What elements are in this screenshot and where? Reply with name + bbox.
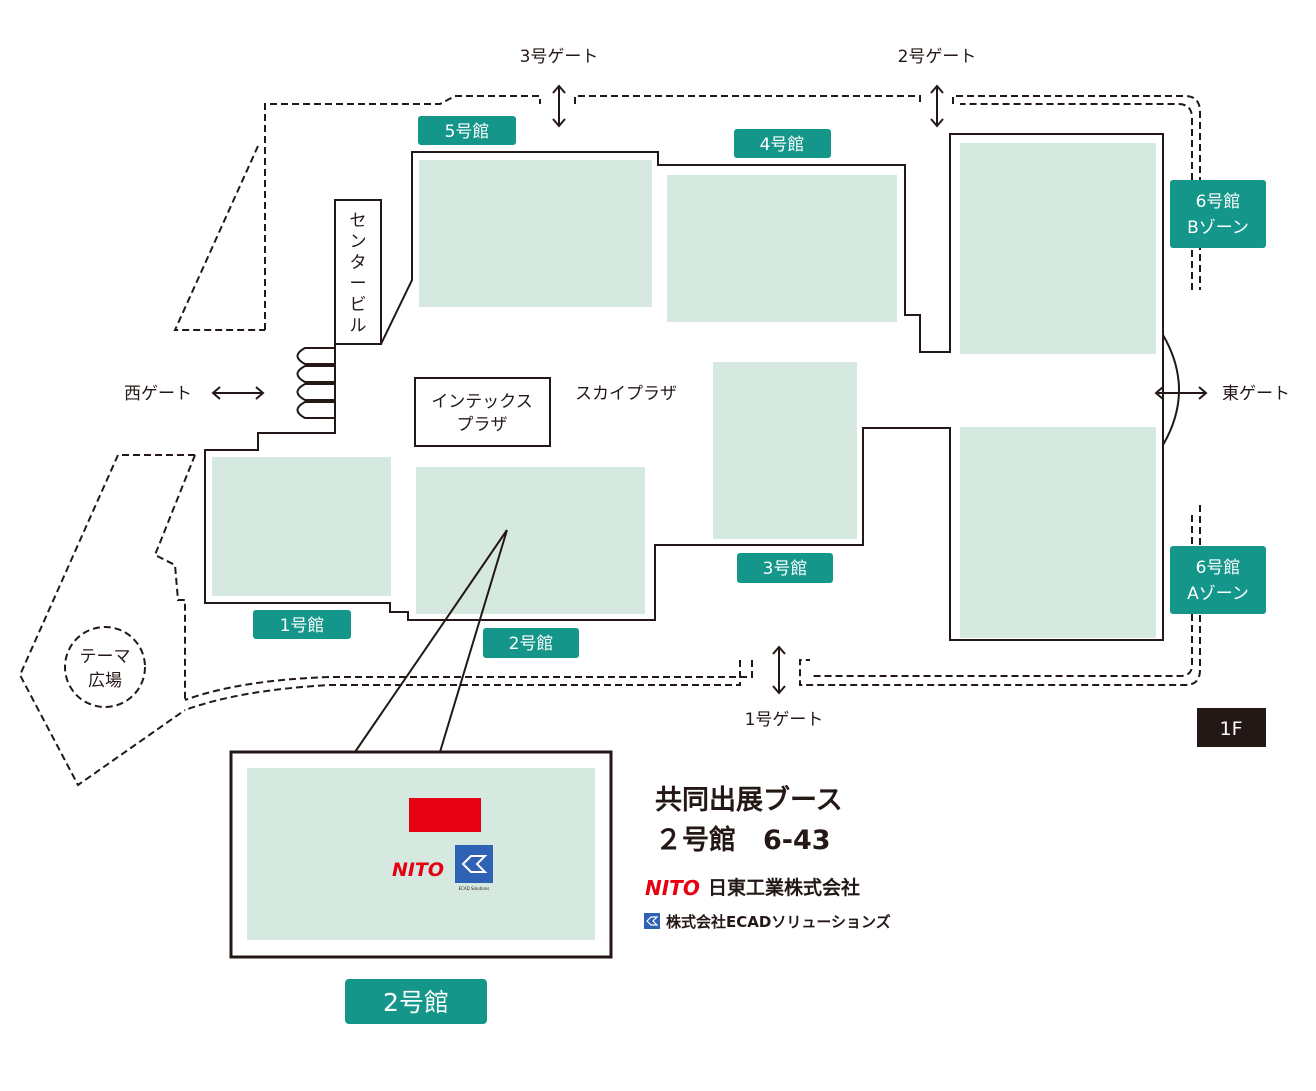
svg-text:セ: セ: [350, 211, 367, 231]
svg-text:4号館: 4号館: [760, 135, 805, 155]
hall1-area: [212, 457, 391, 596]
gate2-label: 2号ゲート: [898, 47, 977, 67]
svg-text:2号館: 2号館: [509, 634, 554, 654]
hall2-area: [416, 467, 645, 614]
outdoor-walkways: [18, 95, 1201, 787]
booth-title: 共同出展ブース: [655, 784, 843, 816]
svg-text:ECAD Solutions: ECAD Solutions: [459, 886, 490, 891]
gate2-arrow-icon: [930, 84, 944, 128]
center-building-label: セ ン タ ー ビ ル: [350, 211, 367, 336]
hall3-tag: 3号館: [737, 553, 833, 583]
svg-text:Bゾーン: Bゾーン: [1187, 218, 1249, 238]
svg-text:1号館: 1号館: [280, 616, 325, 636]
hall6b-area: [960, 143, 1156, 354]
svg-text:ビ: ビ: [350, 295, 367, 315]
gate3-arrow-icon: [552, 84, 566, 128]
intex-plaza-label-line2: プラザ: [457, 415, 508, 435]
gate1-label: 1号ゲート: [745, 710, 824, 730]
booth-red-marker: [409, 798, 481, 832]
svg-text:Aゾーン: Aゾーン: [1187, 584, 1249, 604]
nito-logo: NITO: [392, 859, 444, 881]
company1-row: NITO 日東工業株式会社: [645, 876, 860, 900]
building-walls: [204, 133, 1180, 641]
svg-text:2号館: 2号館: [383, 988, 449, 1017]
east-gate-label: 東ゲート: [1222, 384, 1290, 404]
gate-arrows: [211, 84, 1208, 695]
svg-text:3号館: 3号館: [763, 559, 808, 579]
hall4-tag: 4号館: [734, 129, 831, 158]
svg-text:6号館: 6号館: [1196, 192, 1241, 212]
svg-text:日東工業株式会社: 日東工業株式会社: [708, 876, 860, 899]
svg-text:1F: 1F: [1219, 718, 1242, 740]
sky-plaza-label: スカイプラザ: [575, 384, 677, 404]
theme-square: テーマ 広場: [64, 626, 146, 708]
svg-text:ン: ン: [350, 232, 367, 252]
hall6b-tag: 6号館 Bゾーン: [1170, 180, 1266, 248]
company2-row: 株式会社ECADソリューションズ: [644, 913, 891, 931]
svg-text:広場: 広場: [88, 671, 122, 691]
svg-text:ル: ル: [350, 316, 367, 336]
booth-location: ２号館 6-43: [655, 824, 831, 856]
ecad-logo-icon: ECAD Solutions: [455, 845, 493, 891]
svg-text:5号館: 5号館: [445, 122, 490, 142]
svg-text:テーマ: テーマ: [80, 647, 131, 667]
hall-areas: [212, 143, 1156, 638]
callout-lines: [354, 529, 508, 753]
gate1-arrow-icon: [772, 645, 786, 695]
west-gate-arrow-icon: [211, 386, 265, 400]
hall3-area: [713, 362, 857, 539]
svg-text:株式会社ECADソリューションズ: 株式会社ECADソリューションズ: [666, 913, 891, 931]
west-gate-label: 西ゲート: [124, 384, 192, 404]
hall2-tag: 2号館: [483, 628, 579, 658]
hall5-area: [419, 160, 652, 307]
intex-plaza-label-line1: インテックス: [431, 392, 533, 412]
hall1-tag: 1号館: [253, 610, 351, 639]
nito-small-logo: NITO: [645, 876, 700, 900]
hall6a-tag: 6号館 Aゾーン: [1170, 546, 1266, 614]
hall5-tag: 5号館: [418, 116, 516, 145]
floor-badge: 1F: [1197, 708, 1266, 747]
east-gate-arrow-icon: [1154, 386, 1208, 400]
gate3-label: 3号ゲート: [520, 47, 599, 67]
hall6a-area: [960, 427, 1156, 638]
hall2-large-tag: 2号館: [345, 979, 487, 1024]
booth-zoom-box: NITO ECAD Solutions: [229, 750, 613, 959]
svg-text:ー: ー: [350, 274, 367, 294]
svg-text:タ: タ: [350, 253, 367, 273]
hall4-area: [667, 175, 897, 322]
svg-text:6号館: 6号館: [1196, 558, 1241, 578]
